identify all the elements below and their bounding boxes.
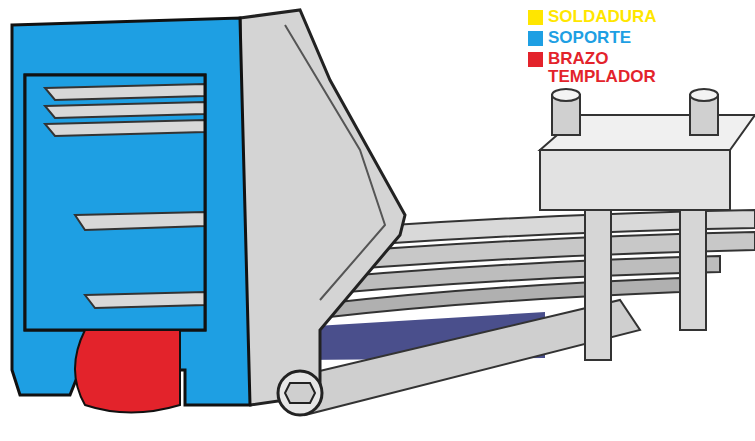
legend-swatch	[528, 31, 543, 46]
arm-bushing	[75, 330, 180, 413]
legend-entry: SOPORTE	[528, 29, 753, 47]
u-bolt-leg	[585, 210, 611, 360]
pivot-bolt	[278, 371, 322, 415]
clamp-block	[540, 150, 730, 210]
legend-swatch	[528, 52, 543, 67]
shelf	[85, 292, 205, 308]
cavity-outline	[25, 75, 205, 330]
legend-text: SOPORTE	[548, 29, 668, 47]
legend-swatch	[528, 10, 543, 25]
inner-shelves	[45, 84, 205, 308]
shelf	[45, 120, 205, 136]
shelf	[45, 84, 205, 100]
bolt-nut	[285, 383, 315, 403]
bolt-head	[552, 89, 580, 101]
bracket-cavity	[25, 75, 205, 330]
legend-text: SOLDADURA	[548, 8, 668, 26]
legend-entry: SOLDADURA	[528, 8, 753, 26]
bracket-side-plate	[240, 10, 405, 405]
legend: SOLDADURA SOPORTE BRAZO TEMPLADOR	[528, 8, 753, 89]
shelf	[75, 212, 205, 230]
u-bolt-clamp	[540, 89, 755, 360]
shelf	[45, 102, 205, 118]
bolt-head	[690, 89, 718, 101]
legend-text: BRAZO TEMPLADOR	[548, 50, 668, 86]
legend-entry: BRAZO TEMPLADOR	[528, 50, 753, 86]
u-bolt-leg	[680, 210, 706, 330]
plate-edge	[285, 25, 385, 300]
